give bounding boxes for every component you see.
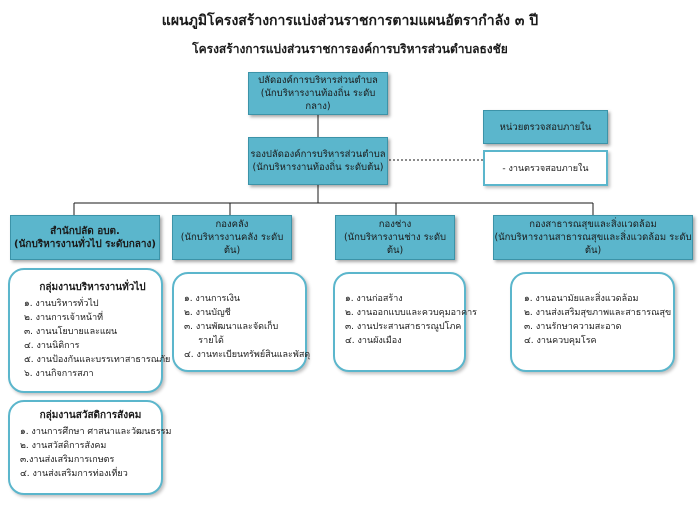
deputy-administrator-box: รองปลัดองค์การบริหารส่วนตำบล (นักบริหารง… bbox=[248, 137, 388, 185]
group-title: กลุ่มงานสวัสดิการสังคม bbox=[39, 410, 142, 421]
deputy-level: (นักบริหารงานท้องถิ่น ระดับต้น) bbox=[252, 162, 384, 173]
social-welfare-group-box: กลุ่มงานสวัสดิการสังคม ๑. งานการศึกษา ศา… bbox=[8, 400, 172, 495]
audit-task: - งานตรวจสอบภายใน bbox=[502, 164, 589, 174]
audit-task-box: - งานตรวจสอบภายใน bbox=[483, 150, 608, 186]
department-name: กองช่าง bbox=[378, 219, 412, 230]
task-item: ๑. งานอนามัยและสิ่งแวดล้อม bbox=[524, 294, 639, 304]
department-name: กองสาธารณสุขและสิ่งแวดล้อม bbox=[529, 219, 657, 230]
task-item: ๑. งานก่อสร้าง bbox=[345, 294, 403, 304]
finance-tasks-box: ๑. งานการเงิน ๒. งานบัญชี ๓. งานพัฒนาและ… bbox=[172, 272, 311, 372]
task-item: ๒. งานส่งเสริมสุขภาพและสาธารณสุข bbox=[524, 308, 672, 318]
task-item: รายได้ bbox=[184, 336, 224, 346]
chart-subtitle: โครงสร้างการแบ่งส่วนราชการองค์การบริหารส… bbox=[192, 42, 508, 56]
department-box-engineering: กองช่าง (นักบริหารงานช่าง ระดับต้น) bbox=[335, 215, 455, 260]
audit-title: หน่วยตรวจสอบภายใน bbox=[499, 121, 592, 133]
task-item: ๑. งานบริหารทั่วไป bbox=[24, 299, 99, 309]
department-box-health: กองสาธารณสุขและสิ่งแวดล้อม (นักบริหารงาน… bbox=[493, 215, 693, 260]
group-title: กลุ่มงานบริหารงานทั่วไป bbox=[39, 282, 146, 293]
task-item: ๓. งานรักษาความสะอาด bbox=[524, 322, 622, 332]
task-item: ๑. งานการศึกษา ศาสนาและวัฒนธรรม bbox=[20, 427, 172, 437]
chief-administrator-box: ปลัดองค์การบริหารส่วนตำบล (นักบริหารงานท… bbox=[248, 72, 388, 115]
task-item: ๓. งานพัฒนาและจัดเก็บ bbox=[184, 322, 279, 332]
task-item: ๓. งานประสานสาธารณูปโภค bbox=[345, 322, 462, 332]
task-item: ๕. งานป้องกันและบรรเทาสาธารณภัย bbox=[24, 355, 171, 365]
task-item: ๔. งานควบคุมโรค bbox=[524, 336, 597, 346]
health-tasks-box: ๑. งานอนามัยและสิ่งแวดล้อม ๒. งานส่งเสริ… bbox=[510, 272, 675, 372]
audit-unit-box: หน่วยตรวจสอบภายใน bbox=[483, 110, 608, 144]
deputy-title: รองปลัดองค์การบริหารส่วนตำบล bbox=[250, 149, 386, 160]
task-item: ๑. งานการเงิน bbox=[184, 294, 240, 304]
task-item: ๔. งานนิติการ bbox=[24, 341, 80, 351]
task-item: ๒. งานบัญชี bbox=[184, 308, 231, 318]
task-item: ๒. งานสวัสดิการสังคม bbox=[20, 441, 107, 451]
task-item: ๔. งานผังเมือง bbox=[345, 336, 402, 346]
department-box-office: สำนักปลัด อบต. (นักบริหารงานทั่วไป ระดับ… bbox=[10, 215, 160, 260]
task-item: ๓. งานนโยบายและแผน bbox=[24, 327, 118, 337]
task-item: ๔. งานทะเบียนทรัพย์สินและพัสดุ bbox=[184, 350, 311, 360]
general-admin-group-box: กลุ่มงานบริหารงานทั่วไป ๑. งานบริหารทั่ว… bbox=[8, 268, 171, 393]
department-level: (นักบริหารงานสาธารณสุขและสิ่งแวดล้อม ระด… bbox=[494, 232, 692, 256]
department-box-finance: กองคลัง (นักบริหารงานคลัง ระดับต้น) bbox=[172, 215, 292, 260]
department-level: (นักบริหารงานคลัง ระดับต้น) bbox=[180, 232, 284, 256]
department-name: กองคลัง bbox=[215, 219, 249, 230]
department-level: (นักบริหารงานช่าง ระดับต้น) bbox=[343, 232, 447, 256]
department-name: สำนักปลัด อบต. bbox=[50, 225, 120, 237]
chief-title: ปลัดองค์การบริหารส่วนตำบล bbox=[258, 75, 378, 86]
chart-title: แผนภูมิโครงสร้างการแบ่งส่วนราชการตามแผนอ… bbox=[161, 13, 539, 29]
chief-level: (นักบริหารงานท้องถิ่น ระดับกลาง) bbox=[260, 88, 376, 112]
engineering-tasks-box: ๑. งานก่อสร้าง ๒. งานออกแบบและควบคุมอาคา… bbox=[333, 272, 477, 372]
task-item: ๒. งานการเจ้าหน้าที่ bbox=[24, 313, 104, 323]
task-item: ๔. งานส่งเสริมการท่องเที่ยว bbox=[20, 469, 128, 479]
task-item: ๓.งานส่งเสริมการเกษตร bbox=[20, 455, 115, 465]
department-level: (นักบริหารงานทั่วไป ระดับกลาง) bbox=[14, 238, 156, 250]
task-item: ๖. งานกิจการสภา bbox=[24, 369, 94, 379]
task-item: ๒. งานออกแบบและควบคุมอาคาร bbox=[345, 308, 477, 318]
